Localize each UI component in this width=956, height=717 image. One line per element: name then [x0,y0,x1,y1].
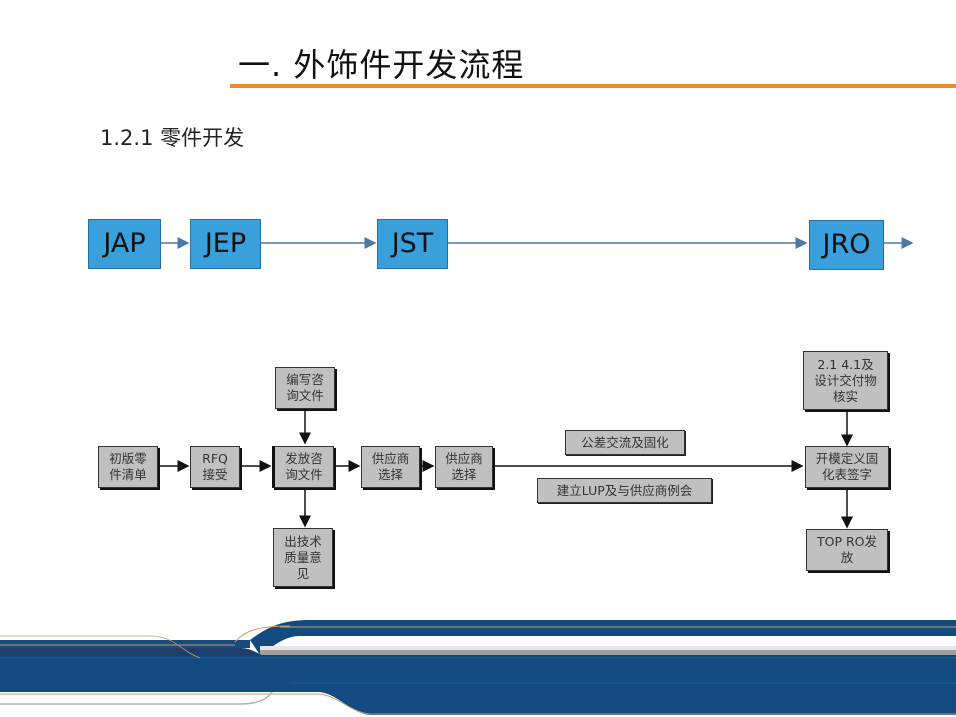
node-tolerance-exchange: 公差交流及固化 [565,430,685,455]
phase-jro: JRO [809,220,884,270]
node-initial-parts-list: 初版零 件清单 [98,446,158,488]
slide-title: 一. 外饰件开发流程 [238,46,525,84]
node-tooling-signoff: 开模定义固 化表签字 [805,446,889,488]
node-rfq-receive: RFQ 接受 [190,446,240,488]
section-subtitle: 1.2.1 零件开发 [100,126,245,150]
node-supplier-select-1: 供应商 选择 [361,446,420,488]
node-write-inquiry: 编写咨 询文件 [275,367,335,409]
node-supplier-select-2: 供应商 选择 [435,446,493,488]
footer-decoration [0,620,956,715]
node-issue-inquiry: 发放咨 询文件 [272,446,334,488]
phase-jst: JST [377,219,448,269]
node-tech-quality-opinion: 出技术 质量意 见 [273,528,333,587]
phase-jap: JAP [88,219,161,269]
phase-jep: JEP [190,219,261,269]
node-top-ro-release: TOP RO发 放 [806,529,888,571]
node-lup-meeting: 建立LUP及与供应商例会 [537,478,712,503]
node-deliverables-check: 2.1 4.1及 设计交付物 核实 [803,351,888,410]
title-underline [230,84,956,88]
